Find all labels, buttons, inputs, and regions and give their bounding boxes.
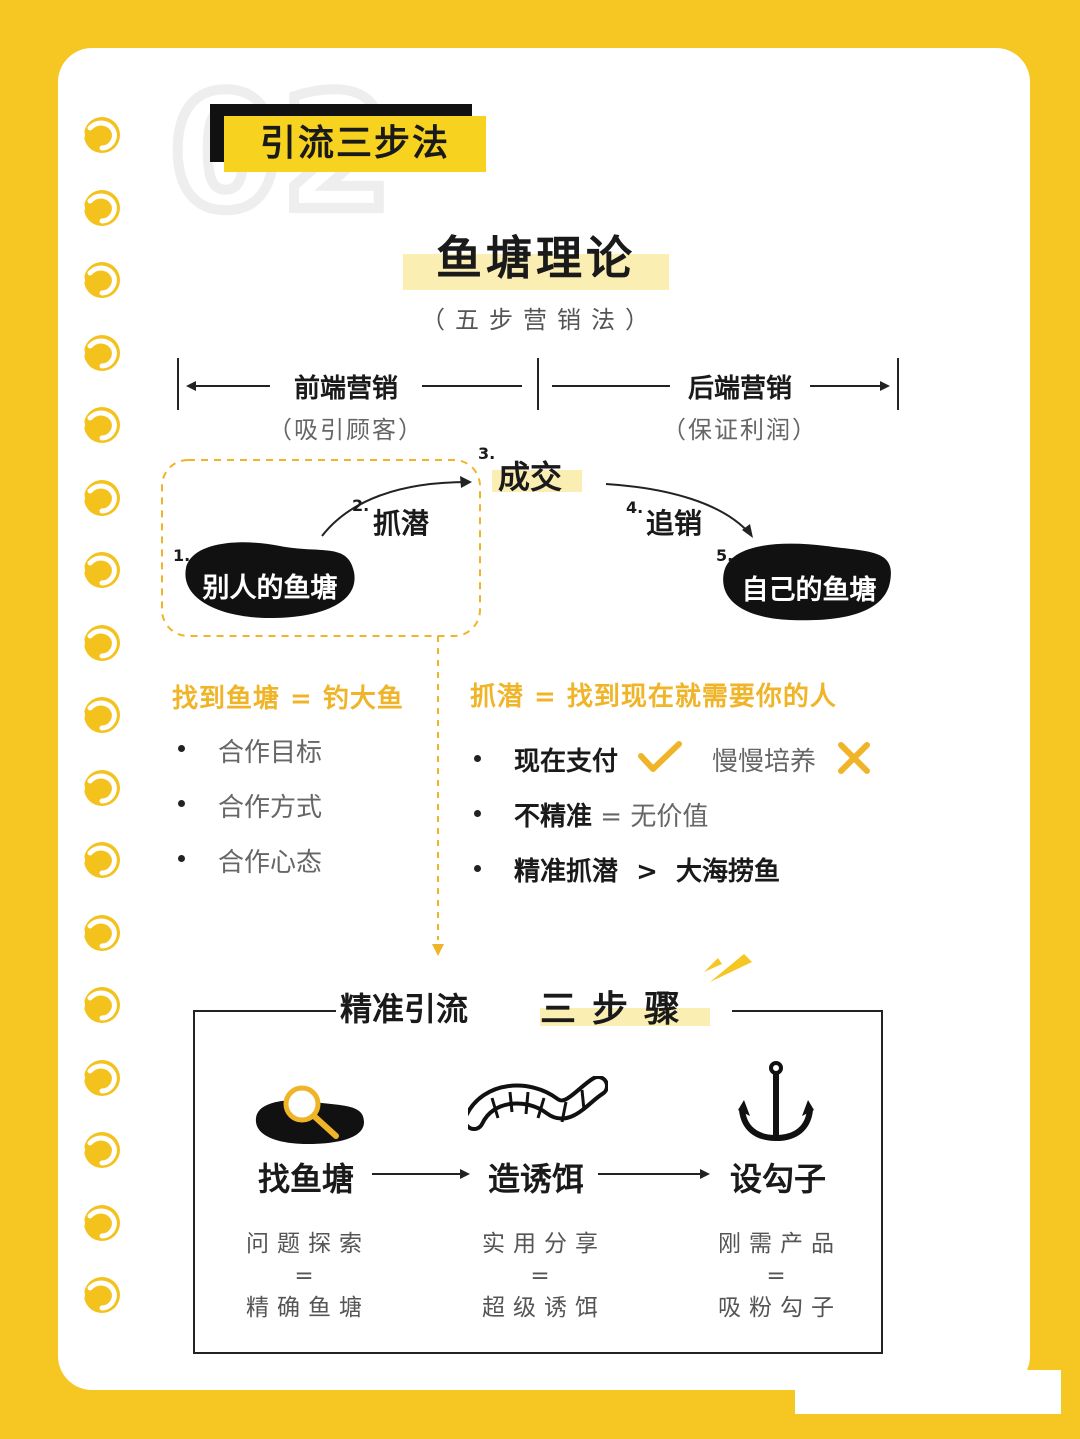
- bullet-dot: [178, 800, 185, 807]
- spiral-ring: [80, 624, 120, 661]
- spiral-ring: [80, 914, 120, 951]
- spiral-ring: [80, 697, 120, 733]
- pay-now-text: 现在支付: [514, 747, 619, 777]
- step-2-capture: 抓潜: [373, 507, 430, 540]
- spiral-ring: [80, 1059, 120, 1096]
- precise-capture-text: 精准抓潜 > 大海捞鱼: [514, 857, 780, 887]
- step-2-number: 2.: [352, 496, 370, 515]
- title-highlight: [403, 254, 669, 290]
- sparkle-icon: [704, 954, 752, 982]
- step-1-number: 1.: [173, 546, 191, 565]
- spiral-ring: [80, 842, 120, 878]
- step-4-upsell: 追销: [646, 507, 703, 540]
- bait-worm-icon: [468, 1076, 608, 1131]
- steps-arrows: [372, 1169, 710, 1179]
- spiral-ring: [80, 117, 120, 153]
- page-subtitle: （五步营销法）: [421, 306, 659, 334]
- back-marketing-label: 后端营销: [687, 374, 792, 404]
- marketing-timeline: [177, 358, 899, 410]
- step-3-deal: 成交: [498, 458, 563, 496]
- front-marketing-label: 前端营销: [293, 374, 398, 404]
- spiral-ring: [80, 1204, 120, 1241]
- bullet-dot: [178, 855, 185, 862]
- spiral-ring: [80, 334, 120, 371]
- spiral-ring: [80, 262, 120, 298]
- pond-search-icon: [255, 1085, 364, 1144]
- step-make-bait: 造诱饵: [487, 1160, 584, 1198]
- pond-flow-diagram: [161, 459, 891, 956]
- cross-icon: [838, 742, 870, 774]
- desc-set-hook: 刚需产品=吸粉勾子: [718, 1231, 842, 1321]
- spiral-binding: [0, 0, 140, 1439]
- desc-find-pond: 问题探索=精确鱼塘: [246, 1231, 370, 1321]
- spiral-ring: [80, 769, 120, 806]
- find-pond-heading: 找到鱼塘 = 钓大鱼: [172, 684, 404, 714]
- step-find-pond: 找鱼塘: [257, 1160, 354, 1198]
- spiral-ring: [80, 987, 120, 1023]
- spiral-ring: [80, 1277, 120, 1313]
- spiral-ring: [80, 552, 120, 588]
- left-item-1: 合作目标: [218, 738, 323, 768]
- deal-highlight: [492, 470, 582, 492]
- left-item-2: 合作方式: [218, 793, 323, 823]
- back-marketing-sub: （保证利润）: [662, 416, 818, 444]
- step-4-number: 4.: [626, 498, 644, 517]
- header-tag-label: 引流三步法: [259, 123, 450, 164]
- front-marketing-sub: （吸引顾客）: [268, 416, 424, 444]
- three-steps-highlight: 三步骤: [540, 989, 697, 1030]
- step-5-own-pond: 自己的鱼塘: [741, 575, 877, 606]
- corner-patch: [795, 1370, 1061, 1414]
- three-steps-highlight-bar: [540, 1008, 710, 1026]
- step-5-number: 5.: [716, 546, 734, 565]
- capture-heading: 抓潜 = 找到现在就需要你的人: [470, 682, 837, 712]
- slow-nurture-text: 慢慢培养: [712, 747, 817, 777]
- left-item-3: 合作心态: [218, 848, 323, 878]
- imprecise-text: 不精准 = 无价值: [514, 802, 709, 832]
- spiral-ring: [80, 189, 120, 226]
- spiral-ring: [80, 479, 120, 516]
- bullet-dot: [474, 755, 481, 762]
- step-1-others-pond: 别人的鱼塘: [202, 573, 338, 604]
- desc-make-bait: 实用分享=超级诱饵: [482, 1231, 606, 1321]
- check-icon: [638, 741, 682, 772]
- spiral-ring: [80, 1132, 120, 1168]
- three-steps-title: 精准引流: [340, 990, 469, 1028]
- bullet-dot: [474, 865, 481, 872]
- step-3-number: 3.: [478, 444, 496, 463]
- header-tag: [224, 116, 486, 172]
- spiral-ring: [80, 407, 120, 443]
- bullet-dot: [474, 810, 481, 817]
- page-title: 鱼塘理论: [436, 231, 636, 285]
- step-set-hook: 设勾子: [729, 1160, 826, 1198]
- bullet-dot: [178, 745, 185, 752]
- fish-hook-icon: [738, 1061, 814, 1141]
